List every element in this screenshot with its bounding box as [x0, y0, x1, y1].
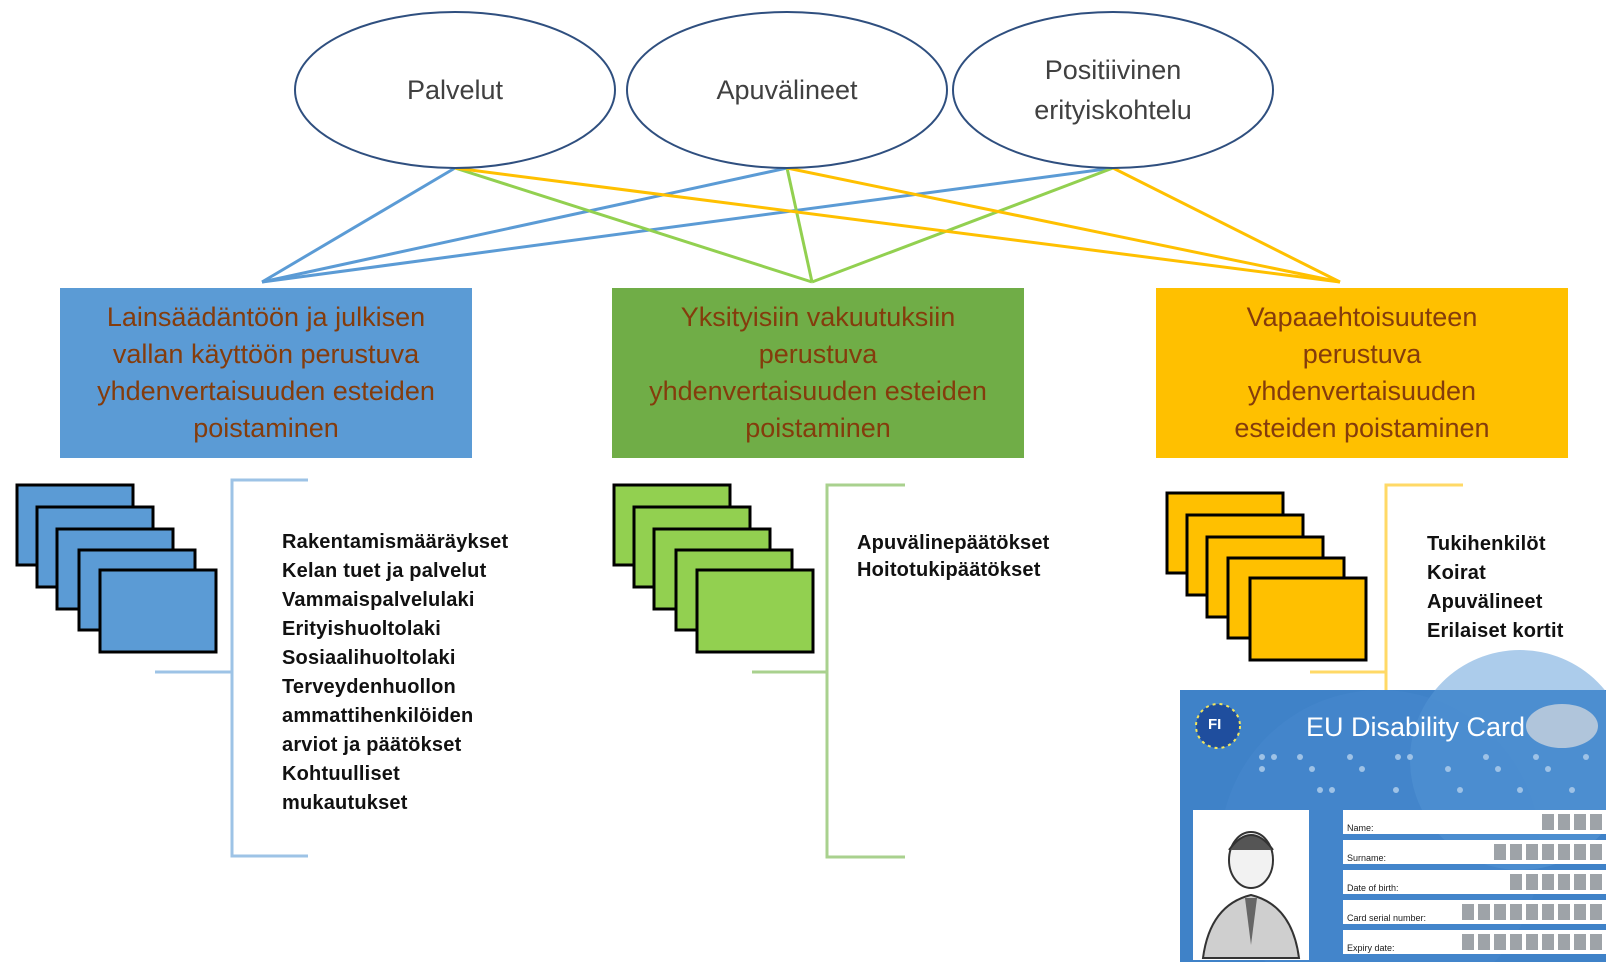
bracket-voluntary [1384, 483, 1463, 690]
line-positiivinen-voluntary [1112, 166, 1341, 284]
list-item: Vammaispalvelulaki [282, 589, 475, 611]
line-apuvalineet-public [261, 166, 788, 284]
document-stack-insurance [612, 483, 815, 654]
card-country-badge: FI [1208, 716, 1222, 733]
line-apuvalineet-voluntary [786, 166, 1341, 284]
list-item: Apuvälineet [1427, 591, 1543, 613]
list-item: Erilaiset kortit [1427, 620, 1564, 642]
list-item: Koirat [1427, 562, 1486, 584]
category-box-public: Lainsäädäntöön ja julkisen vallan käyttö… [60, 288, 472, 458]
category-box-voluntary: Vapaaehtoisuuteen perustuva yhdenvertais… [1156, 288, 1568, 458]
card-field-expiry: Expiry date: [1347, 943, 1395, 953]
list-item: ammattihenkilöiden [282, 705, 474, 727]
bracket-public [230, 478, 308, 858]
category-label-public: Lainsäädäntöön ja julkisen vallan käyttö… [97, 302, 435, 443]
ellipse-apuvalineet [626, 11, 948, 169]
list-item: Terveydenhuollon [282, 676, 456, 698]
list-item: Kohtuulliset [282, 763, 400, 785]
document-stack-public [15, 483, 218, 654]
line-palvelut-voluntary [454, 166, 1341, 284]
list-item: Erityishuoltolaki [282, 618, 441, 640]
card-field-surname: Surname: [1347, 853, 1387, 863]
line-positiivinen-public [261, 166, 1114, 284]
list-voluntary: Tukihenkilöt Koirat Apuvälineet Erilaise… [1427, 530, 1564, 646]
list-item: Sosiaalihuoltolaki [282, 647, 456, 669]
line-positiivinen-insurance [811, 166, 1114, 284]
list-item: Kelan tuet ja palvelut [282, 560, 487, 582]
list-public: Rakentamismääräykset Kelan tuet ja palve… [282, 528, 508, 818]
list-item: mukautukset [282, 792, 408, 814]
line-apuvalineet-insurance [785, 167, 814, 283]
list-item: Tukihenkilöt [1427, 533, 1546, 555]
category-label-insurance: Yksityisiin vakuutuksiin perustuva yhden… [649, 302, 987, 443]
card-field-name: Name: [1347, 823, 1374, 833]
line-palvelut-public [261, 166, 456, 284]
ellipse-positiivinen [952, 11, 1274, 169]
list-item: arviot ja päätökset [282, 734, 462, 756]
category-box-insurance: Yksityisiin vakuutuksiin perustuva yhden… [612, 288, 1024, 458]
ellipse-label-palvelut: Palvelut [406, 75, 504, 105]
document-stack-voluntary [1165, 491, 1368, 662]
eu-disability-card-image [1180, 650, 1606, 962]
line-palvelut-insurance [454, 166, 813, 284]
card-field-birth: Date of birth: [1347, 883, 1399, 893]
ellipse-label-apuvalineet: Apuvälineet [716, 75, 858, 105]
list-item: Rakentamismääräykset [282, 531, 509, 553]
ellipse-label-positiivinen: Positiivinen erityiskohtelu [1034, 55, 1192, 125]
list-item: Apuvälinepäätökset [857, 532, 1050, 554]
list-item: Hoitotukipäätökset [857, 559, 1041, 581]
card-field-serial: Card serial number: [1347, 913, 1427, 923]
ellipse-palvelut [294, 11, 616, 169]
card-title: EU Disability Card [1306, 712, 1526, 742]
list-insurance: Apuvälinepäätökset Hoitotukipäätökset [857, 530, 1050, 584]
category-label-voluntary: Vapaaehtoisuuteen perustuva yhdenvertais… [1234, 302, 1490, 443]
